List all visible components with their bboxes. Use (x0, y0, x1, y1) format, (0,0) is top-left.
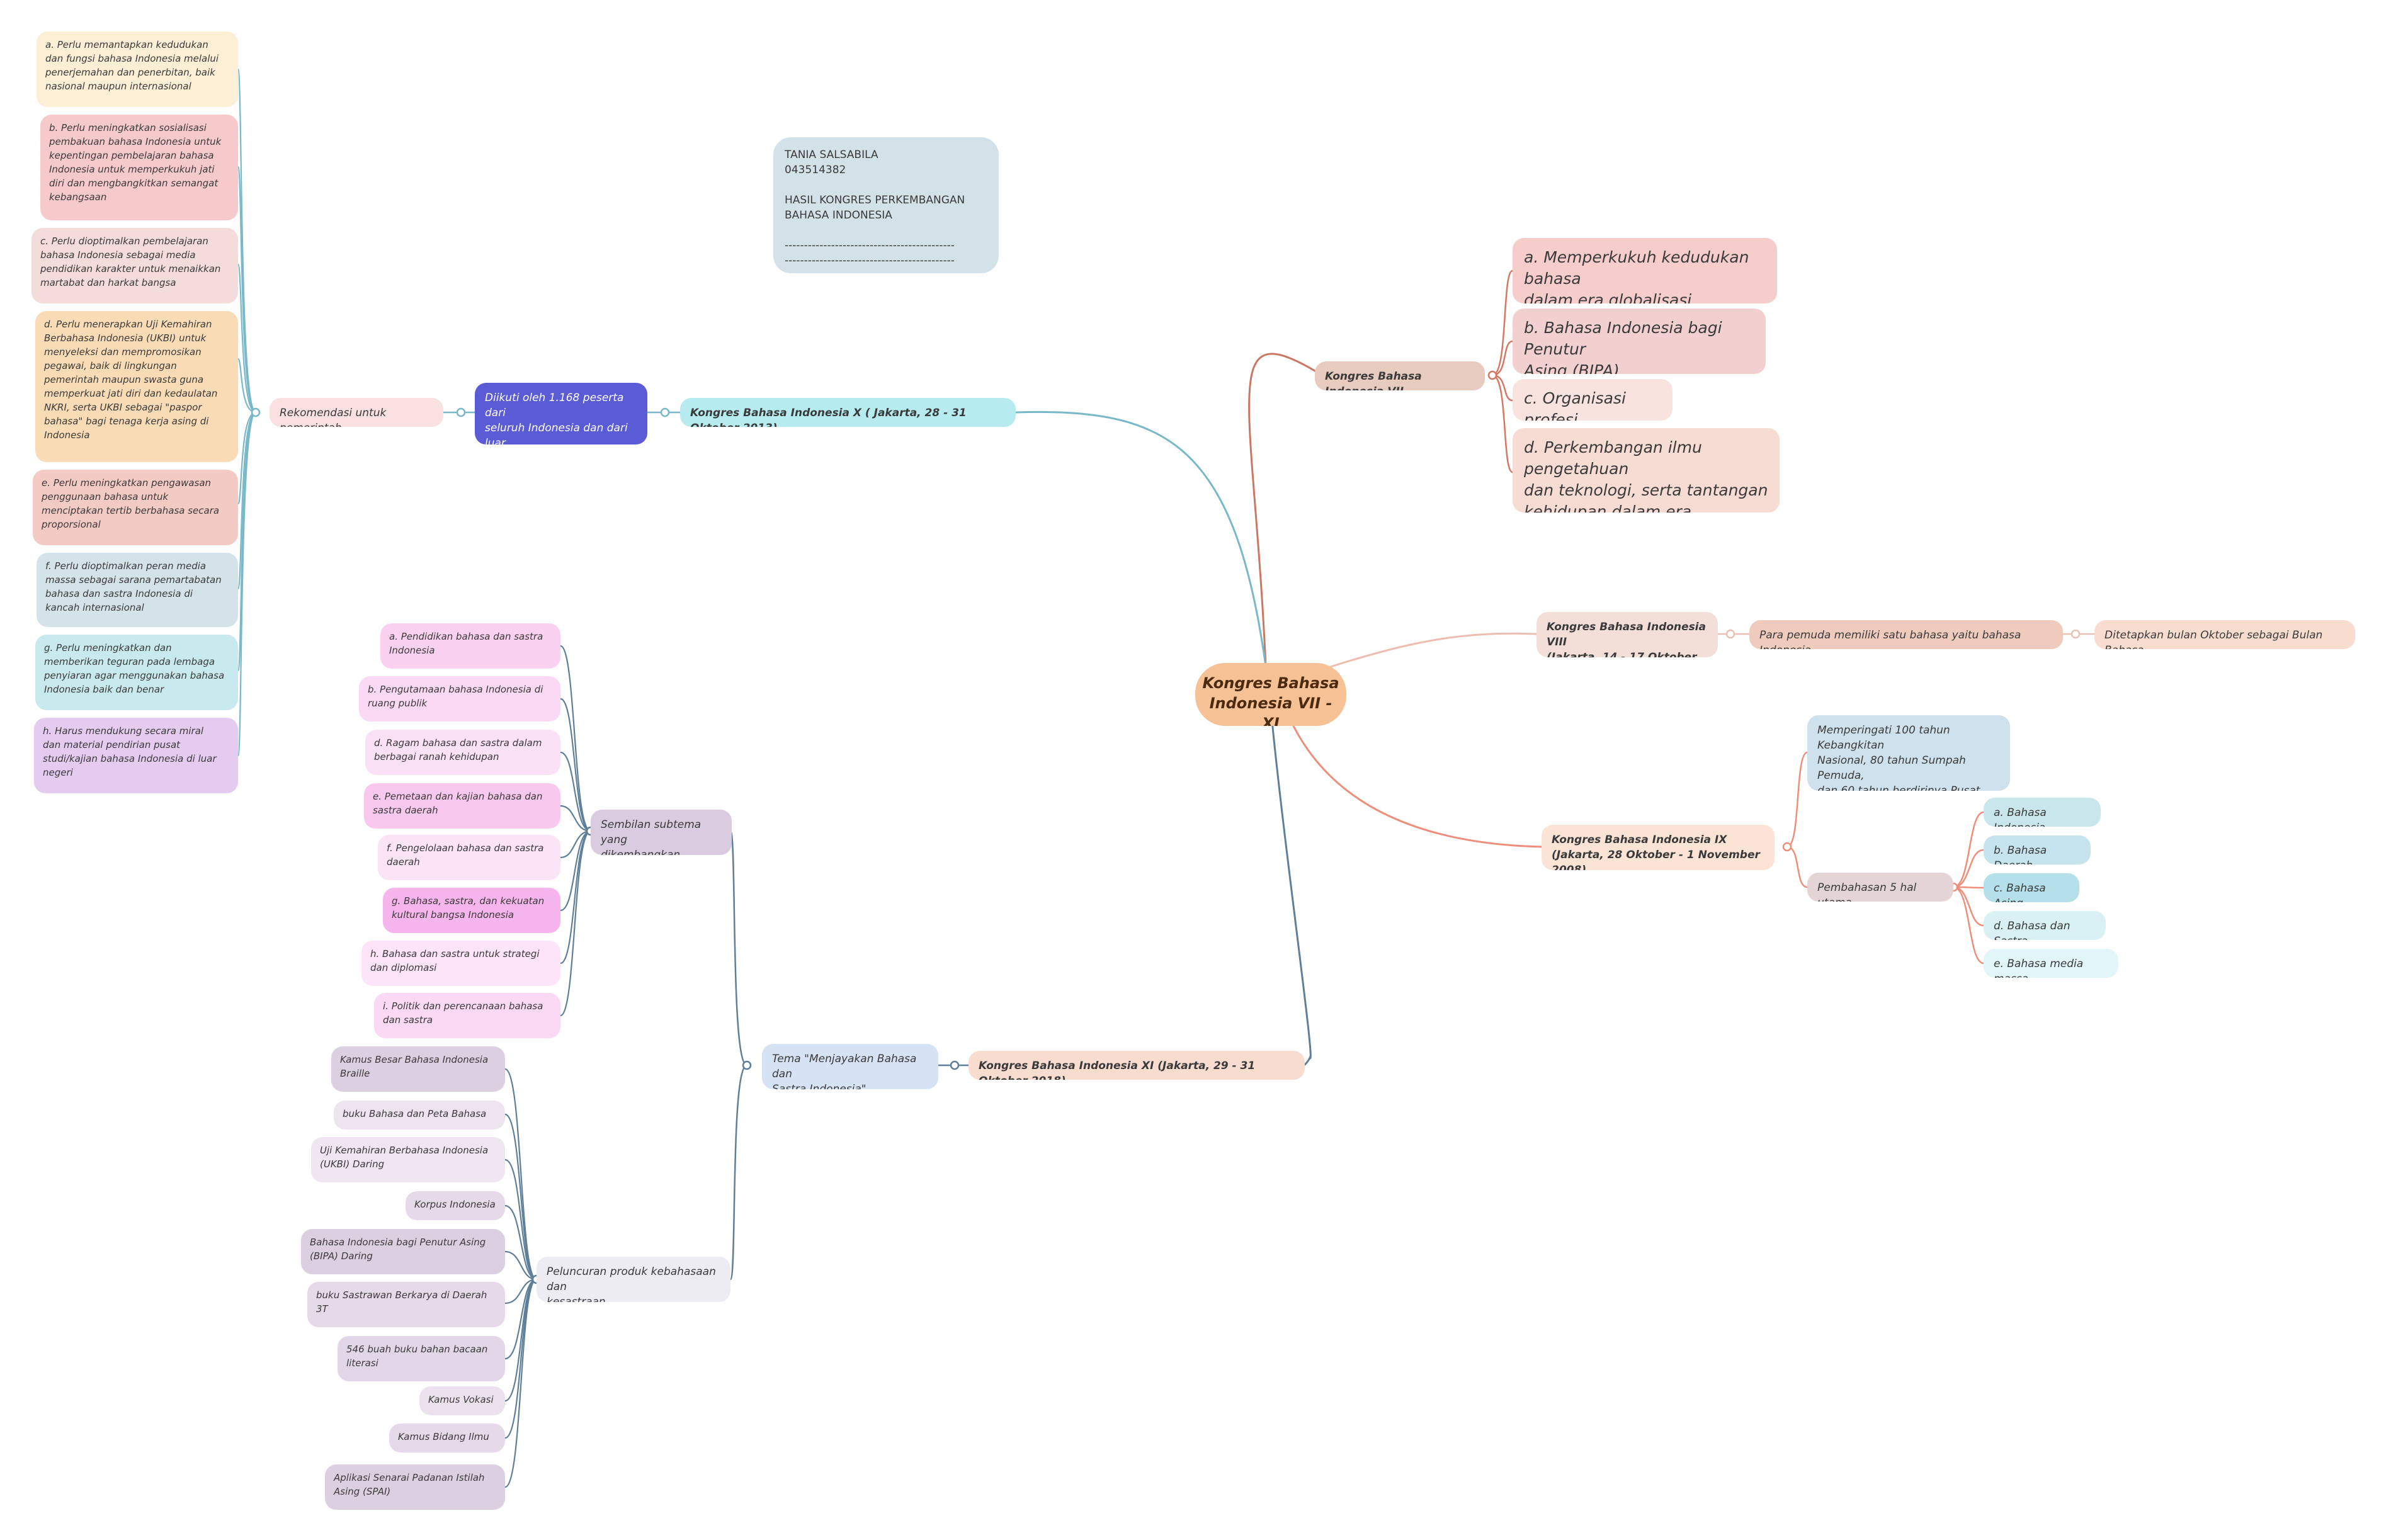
congress-viii-youth-language[interactable]: Para pemuda memiliki satu bahasa yaitu b… (1749, 620, 2063, 649)
congress-vii-item-b[interactable]: b. Bahasa Indonesia bagi Penutur Asing (… (1513, 309, 1766, 374)
subtheme-item-d[interactable]: d. Ragam bahasa dan sastra dalam berbaga… (365, 730, 560, 775)
subtheme-item-a[interactable]: a. Pendidikan bahasa dan sastra Indonesi… (380, 623, 560, 669)
subtheme-item-i[interactable]: i. Politik dan perencanaan bahasa dan sa… (374, 993, 560, 1038)
recommendation-item-d[interactable]: d. Perlu menerapkan Uji Kemahiran Berbah… (35, 311, 238, 462)
congress-ix-topic-e[interactable]: e. Bahasa media massa (1984, 949, 2118, 978)
congress-ix-commemoration[interactable]: Memperingati 100 tahun Kebangkitan Nasio… (1807, 715, 2010, 791)
subtheme-item-g[interactable]: g. Bahasa, sastra, dan kekuatan kultural… (383, 888, 560, 933)
author-info-note: TANIA SALSABILA 043514382 HASIL KONGRES … (773, 137, 999, 273)
congress-x-topic[interactable]: Kongres Bahasa Indonesia X ( Jakarta, 28… (680, 398, 1016, 427)
congress-x-recommendation-label[interactable]: Rekomendasi untuk pemerintah (270, 398, 443, 427)
congress-vii-item-d[interactable]: d. Perkembangan ilmu pengetahuan dan tek… (1513, 428, 1780, 512)
recommendation-item-c[interactable]: c. Perlu dioptimalkan pembelajaran bahas… (31, 228, 238, 303)
congress-ix-topic[interactable]: Kongres Bahasa Indonesia IX (Jakarta, 28… (1542, 825, 1775, 870)
product-item-kbbi-braille[interactable]: Kamus Besar Bahasa Indonesia Braille (331, 1046, 505, 1092)
congress-x-participants[interactable]: Diikuti oleh 1.168 peserta dari seluruh … (475, 383, 647, 444)
product-item-3t-writers[interactable]: buku Sastrawan Berkarya di Daerah 3T (307, 1282, 505, 1327)
congress-vii-item-c[interactable]: c. Organisasi profesi (1513, 379, 1673, 421)
product-item-field-dictionary[interactable]: Kamus Bidang Ilmu (389, 1424, 505, 1452)
product-item-corpus[interactable]: Korpus Indonesia (406, 1191, 505, 1220)
congress-xi-theme[interactable]: Tema "Menjayakan Bahasa dan Sastra Indon… (762, 1044, 938, 1089)
product-item-literacy-books[interactable]: 546 buah buku bahan bacaan literasi (338, 1336, 505, 1381)
congress-viii-language-month[interactable]: Ditetapkan bulan Oktober sebagai Bulan B… (2094, 620, 2355, 649)
product-item-vocational-dictionary[interactable]: Kamus Vokasi (419, 1386, 505, 1415)
congress-ix-topic-d[interactable]: d. Bahasa dan Sastra (1984, 911, 2106, 940)
congress-ix-topic-c[interactable]: c. Bahasa Asing (1984, 873, 2079, 902)
congress-vii-topic[interactable]: Kongres Bahasa Indonesia VII (1315, 361, 1485, 390)
recommendation-item-e[interactable]: e. Perlu meningkatkan pengawasan penggun… (33, 470, 238, 545)
congress-ix-topics-label[interactable]: Pembahasan 5 hal utama (1807, 873, 1953, 902)
congress-ix-topic-b[interactable]: b. Bahasa Daerah (1984, 835, 2091, 864)
product-item-spai-app[interactable]: Aplikasi Senarai Padanan Istilah Asing (… (325, 1464, 505, 1510)
congress-viii-topic[interactable]: Kongres Bahasa Indonesia VIII (Jakarta, … (1537, 612, 1718, 657)
congress-xi-products-label[interactable]: Peluncuran produk kebahasaan dan kesastr… (537, 1257, 730, 1302)
recommendation-item-a[interactable]: a. Perlu memantapkan kedudukan dan fungs… (37, 31, 238, 107)
recommendation-item-h[interactable]: h. Harus mendukung secara miral dan mate… (34, 718, 238, 793)
recommendation-item-f[interactable]: f. Perlu dioptimalkan peran media massa … (37, 553, 238, 627)
product-item-language-map[interactable]: buku Bahasa dan Peta Bahasa (334, 1101, 505, 1130)
product-item-bipa-online[interactable]: Bahasa Indonesia bagi Penutur Asing (BIP… (301, 1229, 505, 1274)
congress-ix-topic-a[interactable]: a. Bahasa Indonesia (1984, 798, 2101, 827)
recommendation-item-b[interactable]: b. Perlu meningkatkan sosialisasi pembak… (40, 115, 238, 220)
subtheme-item-b[interactable]: b. Pengutamaan bahasa Indonesia di ruang… (359, 676, 560, 722)
subtheme-item-f[interactable]: f. Pengelolaan bahasa dan sastra daerah (378, 835, 560, 880)
recommendation-item-g[interactable]: g. Perlu meningkatkan dan memberikan teg… (35, 635, 238, 710)
central-topic[interactable]: Kongres Bahasa Indonesia VII - XI (1195, 663, 1346, 726)
product-item-ukbi-online[interactable]: Uji Kemahiran Berbahasa Indonesia (UKBI)… (311, 1137, 505, 1182)
congress-vii-item-a[interactable]: a. Memperkukuh kedudukan bahasa dalam er… (1513, 238, 1777, 303)
subtheme-item-h[interactable]: h. Bahasa dan sastra untuk strategi dan … (361, 941, 560, 986)
congress-xi-topic[interactable]: Kongres Bahasa Indonesia XI (Jakarta, 29… (969, 1051, 1305, 1080)
subtheme-item-e[interactable]: e. Pemetaan dan kajian bahasa dan sastra… (364, 783, 560, 829)
congress-xi-subthemes-label[interactable]: Sembilan subtema yang dikembangkan (591, 810, 732, 855)
